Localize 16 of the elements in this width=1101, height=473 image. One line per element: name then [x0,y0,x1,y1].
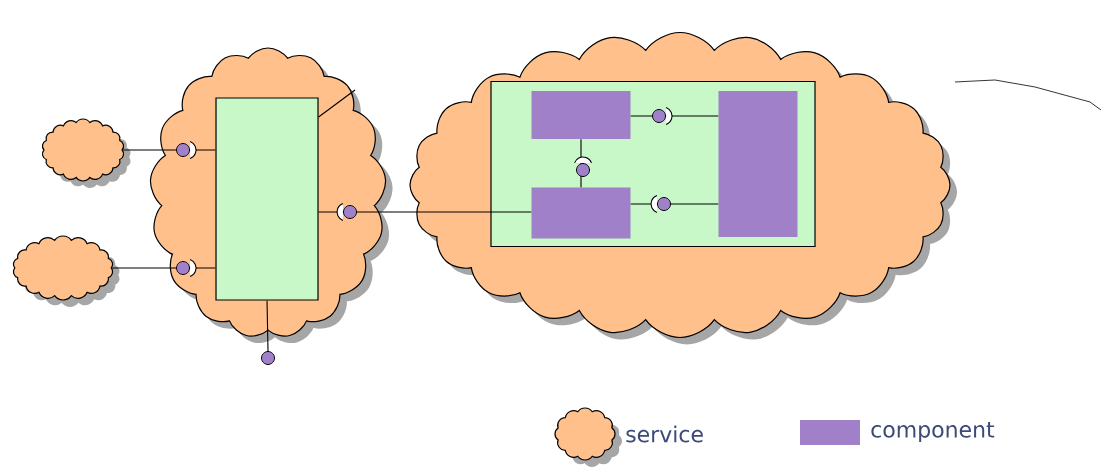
component-box [531,187,631,239]
component-box [531,91,631,139]
connector [122,141,216,159]
connector [266,300,269,352]
box [215,97,319,301]
component-box [718,91,798,237]
connector [574,138,592,188]
legend-label: service [626,425,703,443]
cloud-shape [41,118,131,188]
connector [318,203,532,221]
legend-label: component [871,422,995,442]
connector [318,89,356,118]
connector [630,195,719,213]
connector [630,107,719,125]
cloud-shape [12,235,120,307]
connector [111,259,216,277]
